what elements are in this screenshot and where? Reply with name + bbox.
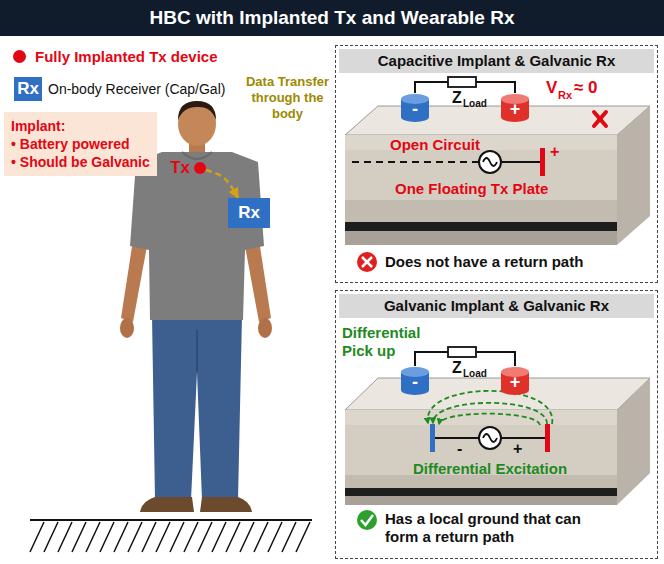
voltage-symbol: V — [546, 78, 557, 98]
cross-mark — [594, 112, 606, 126]
polarity-sign: - — [457, 439, 462, 458]
implant-dot: Tx — [194, 162, 206, 174]
node-heading: Tx — [170, 158, 190, 178]
node-heading: + — [501, 374, 529, 390]
verdict-text: Does not have a return path — [385, 253, 583, 271]
legend-text: Fully Implanted Tx device — [35, 48, 218, 65]
tissue-block — [345, 378, 650, 505]
node-heading: Galvanic Implant & Galvanic Rx — [339, 294, 654, 318]
edge-label: Data Transfer through the body — [243, 74, 332, 122]
check-icon — [357, 510, 377, 530]
tissue-block — [345, 106, 650, 245]
electrode: + — [501, 93, 529, 123]
voltage-subscript: Rx — [558, 89, 572, 102]
differential-source — [430, 424, 550, 452]
node-heading: + — [501, 101, 529, 117]
impedance-symbol: Z — [452, 88, 462, 107]
fail-icon — [357, 252, 377, 272]
plate-note: One Floating Tx Plate — [395, 180, 548, 198]
verdict-text: Has a local ground that can form a retur… — [385, 510, 615, 546]
ground-symbol — [30, 520, 312, 552]
node-heading: Rx — [238, 203, 260, 223]
dot-shape — [194, 162, 206, 174]
electrode: - — [401, 93, 429, 123]
node-heading: Implant: — [11, 117, 150, 135]
receiver-box: Rx — [228, 198, 270, 228]
excitation-note: Differential Excitation — [400, 460, 580, 478]
legend-note: On-body Receiver (Cap/Gal) — [48, 81, 225, 98]
electrode: + — [501, 366, 529, 396]
data-arrow — [206, 170, 238, 198]
node-heading: Capacitive Implant & Galvanic Rx — [339, 49, 654, 73]
resistor-symbol — [448, 77, 476, 87]
legend-swatch — [13, 50, 26, 63]
node-heading: - — [401, 374, 429, 390]
receiver-legend-box: Rx — [14, 77, 42, 101]
current-loops — [428, 391, 553, 425]
circuit-note: Open Circuit — [390, 136, 480, 154]
voltage-value: ≈ 0 — [574, 78, 598, 98]
node-text: • Should be Galvanic — [11, 153, 150, 171]
impedance-subscript: Load — [463, 368, 487, 380]
implant-note-box: Implant:• Battery powered• Should be Gal… — [4, 112, 157, 176]
polarity-sign: + — [513, 439, 522, 458]
scenario-panel: Capacitive Implant & Galvanic Rx - + — [335, 45, 658, 283]
impedance-symbol: Z — [452, 358, 462, 377]
pickup-note: Differential Pick up — [342, 324, 432, 360]
legend-item: Fully Implanted Tx device — [13, 48, 218, 65]
node-heading: Rx — [17, 79, 39, 99]
node-heading: - — [401, 101, 429, 117]
resistor-symbol — [448, 347, 476, 357]
node-text: • Battery powered — [11, 135, 150, 153]
title-bar: HBC with Implanted Tx and Wearable Rx — [0, 0, 664, 36]
electrode: - — [401, 366, 429, 396]
polarity-sign: + — [550, 142, 559, 161]
impedance-subscript: Load — [463, 98, 487, 110]
